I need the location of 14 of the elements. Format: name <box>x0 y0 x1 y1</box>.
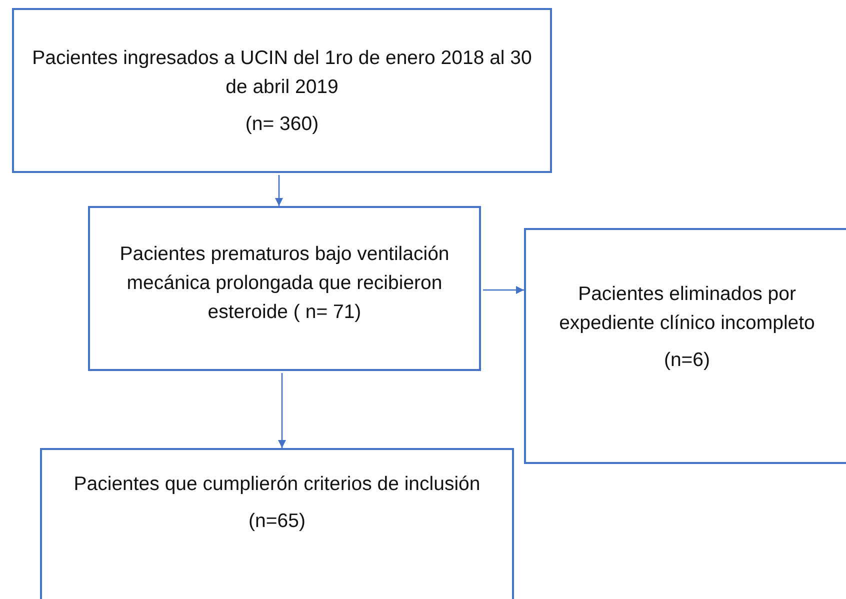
process-box <box>88 206 481 371</box>
box-text: Pacientes prematuros bajo ventilación mecánica prolongada que recibieron esteroide ( n= 71) <box>118 242 450 325</box>
box-text: Pacientes eliminados por expediente clínico incompleto <box>558 282 816 336</box>
box-text: (n= 360) <box>245 112 319 137</box>
process-box <box>524 228 846 464</box>
arrow <box>483 286 524 294</box>
process-box <box>12 8 552 173</box>
box-text: Pacientes ingresados a UCIN del 1ro de enero 2018 al 30 de abril 2019 <box>31 46 533 100</box>
arrow <box>278 373 286 448</box>
arrow <box>275 175 283 206</box>
box-text: Pacientes que cumplierón criterios de inclusión <box>74 472 480 497</box>
box-text: (n=65) <box>248 509 306 534</box>
process-box <box>40 448 514 599</box>
box-text: (n=6) <box>664 348 710 373</box>
